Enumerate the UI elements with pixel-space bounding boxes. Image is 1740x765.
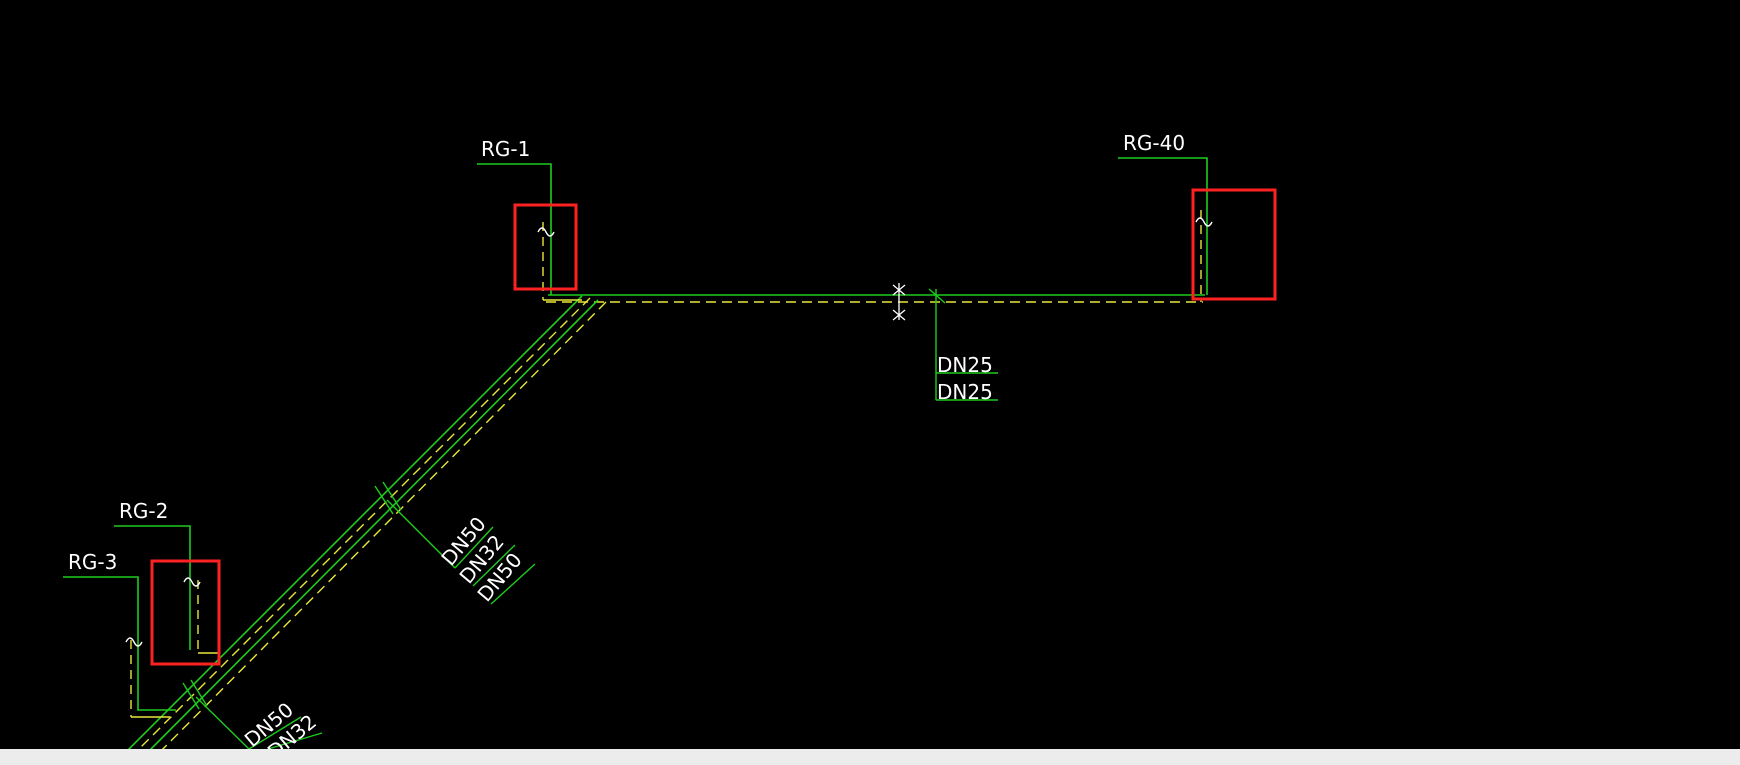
breakline-icon: [183, 577, 201, 587]
riser-rg40: RG-40: [1118, 131, 1277, 302]
pipe-tick-icon: [374, 485, 394, 515]
diagonal-pipe-bundle: [119, 295, 607, 759]
breakline-icon: [125, 637, 143, 647]
riser-label-rg3: RG-3: [68, 550, 117, 574]
riser-rg3: RG-3: [63, 550, 176, 718]
riser-label-rg40: RG-40: [1123, 131, 1185, 155]
status-bar: [0, 749, 1740, 765]
pipe-size-label: DN25: [937, 380, 993, 404]
highlight-box-rg40: [1191, 188, 1277, 301]
horizontal-pipe: [546, 294, 1205, 303]
riser-label-rg1: RG-1: [481, 137, 530, 161]
riser-rg2: RG-2: [114, 499, 221, 666]
breakline-icon: [537, 227, 555, 237]
horizontal-size-leader: DN25 DN25: [928, 288, 998, 404]
riser-label-rg2: RG-2: [119, 499, 168, 523]
pipe-tick-icon: [928, 288, 946, 304]
highlight-box-rg2: [150, 559, 221, 666]
highlight-box-rg1: [513, 203, 578, 291]
pipe-tick-icon: [182, 682, 200, 710]
valve-icon: [892, 283, 906, 321]
breakline-icon: [1195, 217, 1213, 227]
riser-rg1: RG-1: [477, 137, 582, 301]
pipe-size-label: DN25: [937, 353, 993, 377]
